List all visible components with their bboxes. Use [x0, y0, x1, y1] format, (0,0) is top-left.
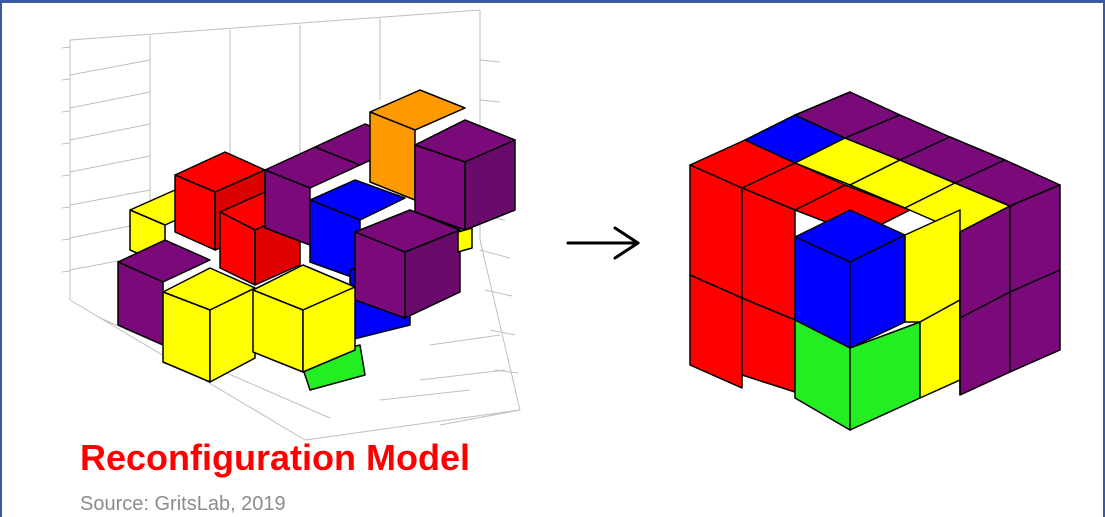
cube-yellow [162, 267, 256, 383]
cube-purple [264, 146, 361, 246]
final-configuration [689, 91, 1061, 431]
cube-yellow [252, 264, 356, 373]
cube-purple [414, 119, 516, 231]
diagram-title: Reconfiguration Model [80, 437, 470, 478]
cube-yellow [457, 227, 473, 253]
source-credit: Source: GritsLab, 2019 [80, 493, 286, 515]
cube-purple [117, 239, 211, 346]
transform-arrow-icon [566, 226, 640, 260]
cube-purple [354, 209, 461, 319]
cube-blue [309, 179, 406, 281]
initial-configuration [117, 89, 516, 391]
